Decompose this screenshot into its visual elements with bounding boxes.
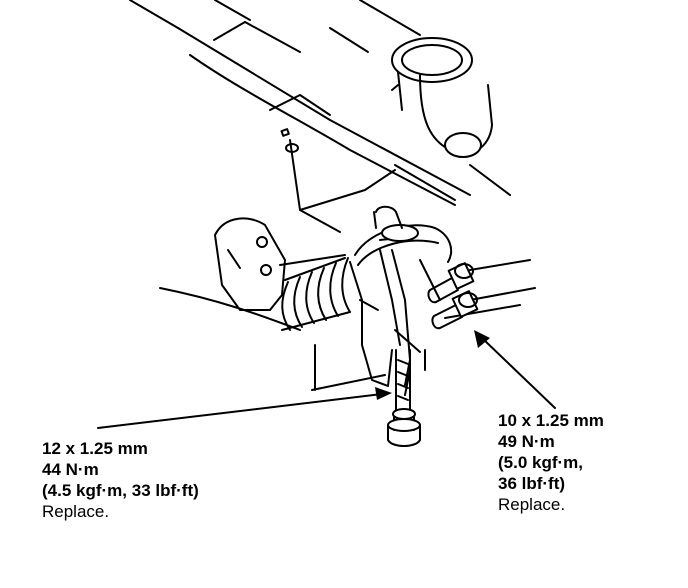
- left-bolt-note: Replace.: [42, 502, 110, 521]
- left-bolt-spec: 12 x 1.25 mm 44 N·m (4.5 kgf·m, 33 lbf·f…: [42, 438, 199, 522]
- lower-right-bolt: [431, 290, 479, 330]
- panel-hole: [285, 143, 299, 153]
- upper-right-bolt: [427, 262, 475, 304]
- left-bolt-size: 12 x 1.25 mm: [42, 439, 148, 458]
- left-leader-line: [97, 393, 383, 429]
- right-bolt-spec: 10 x 1.25 mm 49 N·m (5.0 kgf·m, 36 lbf·f…: [498, 410, 604, 515]
- upper-frame-panel: [129, 0, 511, 233]
- right-bolt-note: Replace.: [498, 495, 566, 514]
- right-arrowhead: [474, 330, 490, 348]
- left-bolt-torque: 44 N·m: [42, 460, 99, 479]
- right-bolt-torque-alt-1: (5.0 kgf·m,: [498, 453, 584, 472]
- panel-slot: [280, 128, 290, 137]
- right-bolt-size: 10 x 1.25 mm: [498, 411, 604, 430]
- right-leader-line: [481, 337, 556, 409]
- left-arrowhead: [375, 387, 392, 400]
- left-bracket: [214, 217, 286, 311]
- vertical-bolt: [387, 349, 421, 447]
- rubber-boot: [281, 257, 351, 331]
- right-bolt-torque-alt-2: 36 lbf·ft): [498, 474, 566, 493]
- fork-bracket: [349, 205, 453, 396]
- left-bolt-torque-alt: (4.5 kgf·m, 33 lbf·ft): [42, 481, 199, 500]
- right-bolt-torque: 49 N·m: [498, 432, 555, 451]
- lower-arm: [159, 254, 536, 391]
- damper-cup: [391, 37, 493, 158]
